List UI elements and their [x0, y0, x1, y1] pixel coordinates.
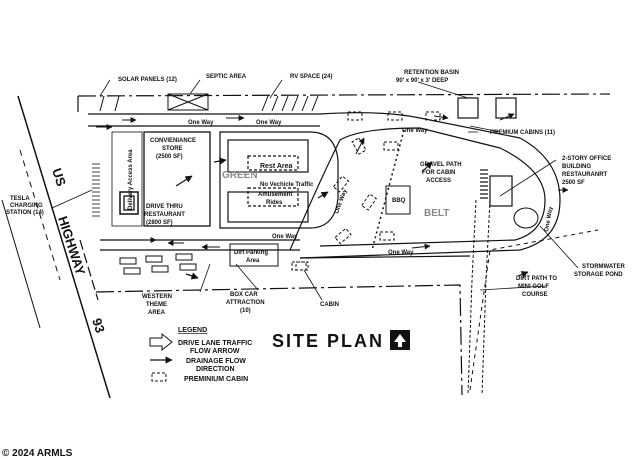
delivery-access-label: Delivery Access Area — [128, 149, 134, 210]
dirt-path-label-3: COURSE — [522, 292, 548, 298]
legend-title: LEGEND — [178, 327, 207, 334]
one-way-label-1: One Way — [188, 120, 214, 126]
drive-lanes — [88, 112, 561, 259]
western-label-1: WESTERN — [142, 294, 172, 300]
gravel-path-label-3: ACCESS — [426, 178, 451, 184]
drive-thru-label-1: DRIVE THRU — [146, 204, 183, 210]
retention-basins — [457, 97, 517, 119]
tesla-label-2: CHARGING — [10, 203, 43, 209]
stormwater-label-1: STORMWATER — [582, 264, 625, 270]
leader-lines — [51, 79, 579, 301]
dirt-path-label-1: DIRT PATH TO — [516, 276, 557, 282]
property-boundary — [77, 93, 611, 396]
dirt-path — [467, 199, 491, 396]
one-way-label-5: One Way — [388, 250, 414, 256]
tesla-charging-stalls — [92, 163, 100, 217]
amusement-label-2: Rides — [266, 200, 283, 206]
belt-label: BELT — [424, 208, 449, 219]
office-label-3: RESTAURANRT — [562, 172, 608, 178]
dirt-path-label-2: MINI GOLF — [518, 284, 549, 290]
drainage-arrows — [175, 157, 529, 280]
cabin — [295, 261, 309, 271]
highway-number-label: 93 — [89, 316, 108, 334]
legend-premium-cabin: PREMINIUM CABIN — [184, 376, 248, 383]
rv-space-label: RV SPACE (24) — [290, 74, 332, 80]
gravel-path-label-2: FOR CABIN — [422, 170, 455, 176]
stormwater-label-2: STORAGE POND — [574, 272, 623, 278]
amusement-label-1: Amusement — [258, 192, 292, 198]
no-vehicle-label: No Vechicle Traffic — [260, 182, 314, 188]
bbq-label: BBQ — [392, 198, 406, 204]
stormwater-pond — [513, 207, 539, 229]
drive-lane-arrow-icon — [149, 332, 173, 352]
drive-thru-label-2: RESTAURANT — [144, 212, 185, 218]
legend-drive-lane-2: FLOW ARROW — [190, 348, 240, 355]
site-plan-title: SITE PLAN — [272, 331, 384, 351]
store-label-1: CONVIENIANCE — [150, 138, 196, 144]
legend: LEGEND DRIVE LANE TRAFFIC FLOW ARROW DRA… — [149, 327, 252, 383]
gravel-path — [371, 129, 405, 251]
premium-cabins-label: PREMIUM CABINS (11) — [490, 130, 555, 136]
one-way-label-2: One Way — [256, 120, 282, 126]
office-label-1: 2-STORY OFFICE — [562, 156, 611, 162]
boxcar-label-2: ATTRACTION — [226, 300, 265, 306]
boxcar-label-1: BOX CAR — [230, 292, 258, 298]
septic-area-label: SEPTIC AREA — [206, 74, 247, 80]
one-way-label-7: One Way — [544, 206, 554, 233]
map-labels: SOLAR PANELS (12) SEPTIC AREA RV SPACE (… — [6, 70, 625, 316]
retention-basin-label-2: 90' x 90' x 3' DEEP — [396, 78, 448, 84]
office-label-4: 2500 SF — [562, 180, 585, 186]
dirt-parking-label-2: Area — [246, 258, 260, 264]
green-belt-island — [219, 131, 339, 229]
tesla-label-1: TESLA — [10, 196, 30, 202]
gravel-path-label-1: GRAVEL PATH — [420, 162, 462, 168]
western-label-2: THEME — [146, 302, 167, 308]
box-cars — [119, 253, 197, 275]
rv-spaces — [99, 95, 319, 112]
cabin-label: CABIN — [320, 302, 339, 308]
one-way-label-3: One Way — [402, 128, 428, 134]
dirt-parking-area — [229, 243, 279, 267]
store-label-2: STORE — [162, 146, 183, 152]
traffic-arrows — [96, 113, 569, 250]
dirt-parking-label-1: Dirt Parking — [234, 250, 268, 256]
rest-area-label: Rest Area — [260, 163, 293, 170]
convenience-store — [111, 131, 211, 227]
office-label-2: BUILDING — [562, 164, 591, 170]
office-building — [480, 169, 513, 207]
one-way-label-6: One Way — [334, 188, 349, 215]
store-label-3: (2500 SF) — [156, 154, 183, 160]
legend-drainage-1: DRAINAGE FLOW — [186, 358, 246, 365]
retention-basin-label-1: RETENTION BASIN — [404, 70, 459, 76]
legend-drainage-2: DIRECTION — [196, 366, 235, 373]
highway-name-label: HIGHWAY — [55, 214, 88, 277]
solar-panels-label: SOLAR PANELS (12) — [118, 77, 177, 83]
highway-us-label: US — [49, 166, 69, 188]
legend-drive-lane-1: DRIVE LANE TRAFFIC — [178, 340, 252, 347]
tesla-label-3: STATION (14) — [6, 210, 44, 216]
boxcar-label-3: (10) — [240, 308, 251, 314]
western-label-3: AREA — [148, 310, 166, 316]
premium-cabin-icon — [151, 372, 167, 382]
green-label: GREEN — [222, 170, 258, 181]
north-arrow-icon — [390, 330, 410, 350]
highway-us-93: US HIGHWAY 93 — [1, 95, 111, 399]
drive-thru-label-3: (2800 SF) — [146, 220, 173, 226]
bbq-area — [385, 185, 411, 215]
premium-cabins — [291, 111, 441, 271]
one-way-label-4: One Way — [272, 234, 298, 240]
septic-area — [167, 93, 209, 111]
copyright-text: © 2024 ARMLS — [2, 448, 73, 459]
